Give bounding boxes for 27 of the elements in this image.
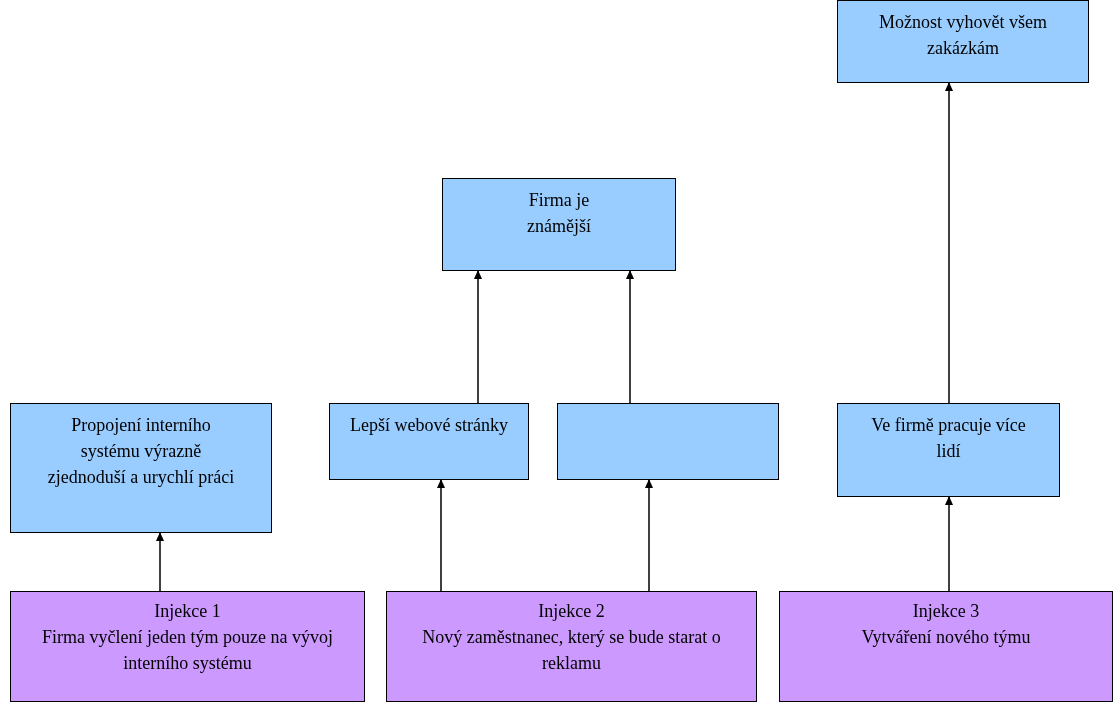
effect-box xyxy=(557,403,779,480)
injection-box xyxy=(386,591,757,702)
effect-box xyxy=(837,403,1060,497)
arrow xyxy=(645,479,653,592)
effect-box xyxy=(10,403,272,533)
effect-box xyxy=(329,403,529,480)
effect-box xyxy=(442,178,676,271)
arrow xyxy=(626,270,634,404)
arrow xyxy=(945,82,953,404)
box-text: Propojení interního systému výrazně zjednoduší a urychlí práci xyxy=(46,414,236,489)
box-text: Lepší webové stránky xyxy=(350,414,508,437)
injection-box xyxy=(10,591,365,702)
box-text: Firma vyčlení jeden tým pouze na vývoj interního systému xyxy=(41,626,334,675)
box-text: Možnost vyhovět všem zakázkám xyxy=(878,11,1048,60)
injection-heading: Injekce 3 xyxy=(911,600,981,623)
arrow xyxy=(437,479,445,592)
injection-heading: Injekce 2 xyxy=(537,600,606,623)
injection-heading: Injekce 1 xyxy=(153,600,222,623)
box-text: Firma je známější xyxy=(526,189,592,238)
box-text: Nový zaměstnanec, který se bude starat o reklamu xyxy=(421,626,722,675)
arrow xyxy=(474,270,482,404)
arrow xyxy=(945,496,953,592)
arrow xyxy=(156,532,164,592)
injection-box xyxy=(779,591,1113,702)
box-text: Vytváření nového týmu xyxy=(860,626,1032,649)
effect-box xyxy=(837,0,1089,83)
box-text: Ve firmě pracuje více lidí xyxy=(870,414,1027,463)
